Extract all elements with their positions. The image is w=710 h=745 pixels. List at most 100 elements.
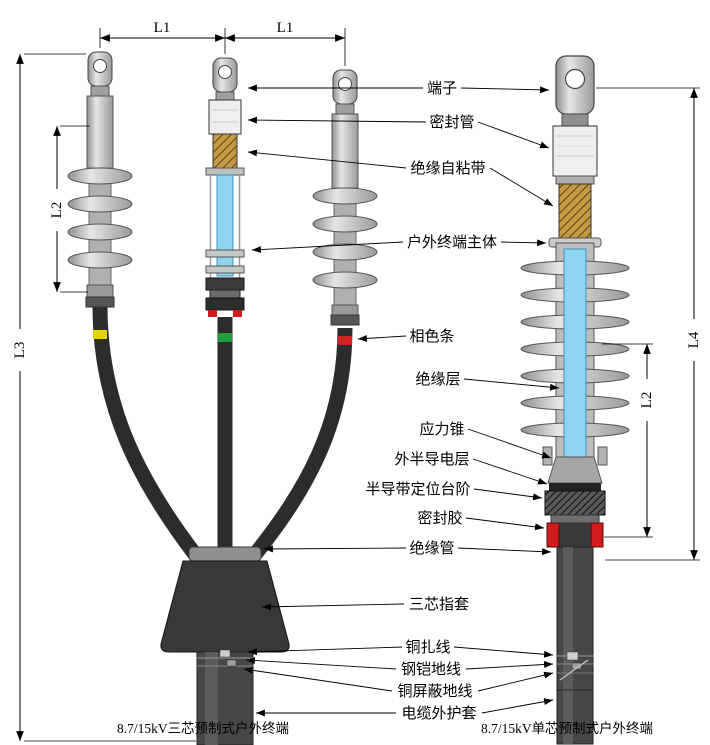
- cable-left: [92, 305, 203, 562]
- svg-text:绝缘层: 绝缘层: [415, 371, 460, 388]
- label-phase-strip: 相色条: [357, 328, 455, 345]
- lower-band: [330, 314, 360, 326]
- seal-red: [208, 310, 217, 317]
- clamp: [205, 297, 245, 311]
- band: [550, 514, 600, 524]
- label-outer-semiconductive: 外半导电层: [394, 451, 548, 485]
- sealant-red: [546, 522, 560, 548]
- label-termination-body: 户外终端主体: [251, 234, 547, 253]
- svg-text:电缆外护套: 电缆外护套: [401, 705, 476, 722]
- label-copper-shield-ground: 铜屏蔽地线: [243, 666, 554, 700]
- wire-tie: [571, 662, 582, 670]
- wire-tie: [226, 659, 237, 667]
- insulator-shed: [67, 251, 133, 269]
- insulation-core-blue: [563, 248, 587, 458]
- three-core-cables: [92, 305, 353, 562]
- label-insulation-tube: 绝缘管: [263, 540, 552, 557]
- stress-cone: [547, 456, 603, 484]
- dim-label-l3: L3: [12, 342, 28, 359]
- cable-core: [559, 523, 591, 547]
- three-core-glove-body: [160, 560, 290, 653]
- terminal-collar: [90, 85, 110, 97]
- dim-label-l2-right: L2: [639, 392, 655, 409]
- insulator-shed: [67, 167, 133, 185]
- insulating-tape-hatch: [212, 133, 238, 171]
- ground-wire: [559, 659, 589, 681]
- caption-three-core: 8.7/15kV三芯预制式户外终端: [117, 720, 289, 736]
- insulation-core-blue: [216, 174, 234, 277]
- svg-text:户外终端主体: 户外终端主体: [407, 234, 497, 251]
- outer-semiconductive-band: [549, 483, 601, 491]
- terminal-collar: [215, 91, 235, 101]
- svg-text:应力锥: 应力锥: [419, 420, 464, 438]
- cable-sheen: [563, 547, 573, 744]
- upper-cylinder: [331, 113, 359, 189]
- svg-text:钢铠地线: 钢铠地线: [401, 661, 461, 678]
- svg-text:铜屏蔽地线: 铜屏蔽地线: [397, 683, 472, 700]
- label-cable-outer-sheath: 电缆外护套: [255, 698, 554, 722]
- semiconductive-step: [544, 490, 606, 516]
- sealing-tube: [552, 125, 598, 177]
- caption-single-core: 8.7/15kV单芯预制式户外终端: [481, 720, 653, 736]
- seal-red: [233, 310, 242, 317]
- svg-text:外半导电层: 外半导电层: [394, 451, 469, 468]
- phase-strip-yellow: [93, 330, 107, 339]
- upper-cylinder: [86, 95, 114, 169]
- label-sealing-tube: 密封管: [247, 114, 550, 149]
- svg-text:三芯指套: 三芯指套: [409, 596, 469, 613]
- terminal-collar: [335, 103, 355, 115]
- flange: [205, 249, 245, 258]
- clamp-tab: [597, 446, 608, 466]
- clamp: [209, 289, 241, 299]
- terminal-hole: [93, 59, 107, 73]
- svg-text:铜扎线: 铜扎线: [405, 639, 450, 656]
- svg-text:绝缘自粘带: 绝缘自粘带: [410, 160, 485, 177]
- insulator-left: [67, 51, 133, 308]
- cable-lower: [556, 546, 594, 745]
- svg-text:相色条: 相色条: [409, 328, 454, 345]
- insulator-middle-cutaway: [205, 57, 245, 317]
- dim-label-l2-left: L2: [49, 202, 65, 219]
- sealing-tube: [208, 99, 242, 135]
- svg-text:端子: 端子: [427, 80, 457, 97]
- three-core-termination: [67, 51, 378, 745]
- cable-sheen: [205, 652, 218, 745]
- phase-strip-red: [338, 336, 352, 345]
- single-core-termination: [520, 55, 630, 745]
- dim-label-l1a: L1: [154, 20, 171, 36]
- label-insulation-layer: 绝缘层: [415, 371, 560, 391]
- part-labels: 端子 密封管 绝缘自粘带 户外终端主体 相色条 绝缘层 应力锥: [243, 80, 560, 722]
- sealant-red: [590, 522, 604, 548]
- svg-text:密封管: 密封管: [429, 114, 474, 131]
- label-steel-armor-ground: 钢铠地线: [245, 657, 554, 678]
- label-sealant: 密封胶: [417, 510, 545, 531]
- top-flange: [205, 167, 245, 176]
- insulator-shed: [312, 271, 378, 289]
- dim-label-l4: L4: [686, 331, 702, 348]
- dimensions: L1 L1 L2 L3 L2 L4: [12, 20, 702, 742]
- wire-tie: [219, 649, 231, 658]
- cable-right: [247, 327, 353, 562]
- insulator-shed: [67, 223, 133, 241]
- three-core-glove-group: [160, 546, 290, 745]
- captions: 8.7/15kV三芯预制式户外终端 8.7/15kV单芯预制式户外终端: [117, 720, 653, 736]
- insulator-shed: [312, 187, 378, 205]
- svg-text:绝缘管: 绝缘管: [409, 540, 454, 557]
- insulating-tape-hatch: [558, 183, 592, 239]
- band: [555, 175, 595, 185]
- label-insulating-tape: 绝缘自粘带: [247, 149, 554, 207]
- dim-label-l1b: L1: [277, 20, 294, 36]
- svg-text:密封胶: 密封胶: [417, 510, 462, 527]
- wire-tie: [566, 651, 579, 661]
- terminal-hole: [218, 65, 232, 79]
- insulator-shed: [67, 195, 133, 213]
- terminal-collar: [561, 113, 589, 127]
- clamp: [205, 277, 245, 291]
- label-semiconductive-step: 半导带定位台阶: [365, 481, 543, 501]
- label-copper-binding-wire: 铜扎线: [247, 639, 554, 658]
- flange: [205, 265, 245, 274]
- label-stress-cone: 应力锥: [419, 420, 552, 459]
- terminal-hole: [338, 77, 352, 91]
